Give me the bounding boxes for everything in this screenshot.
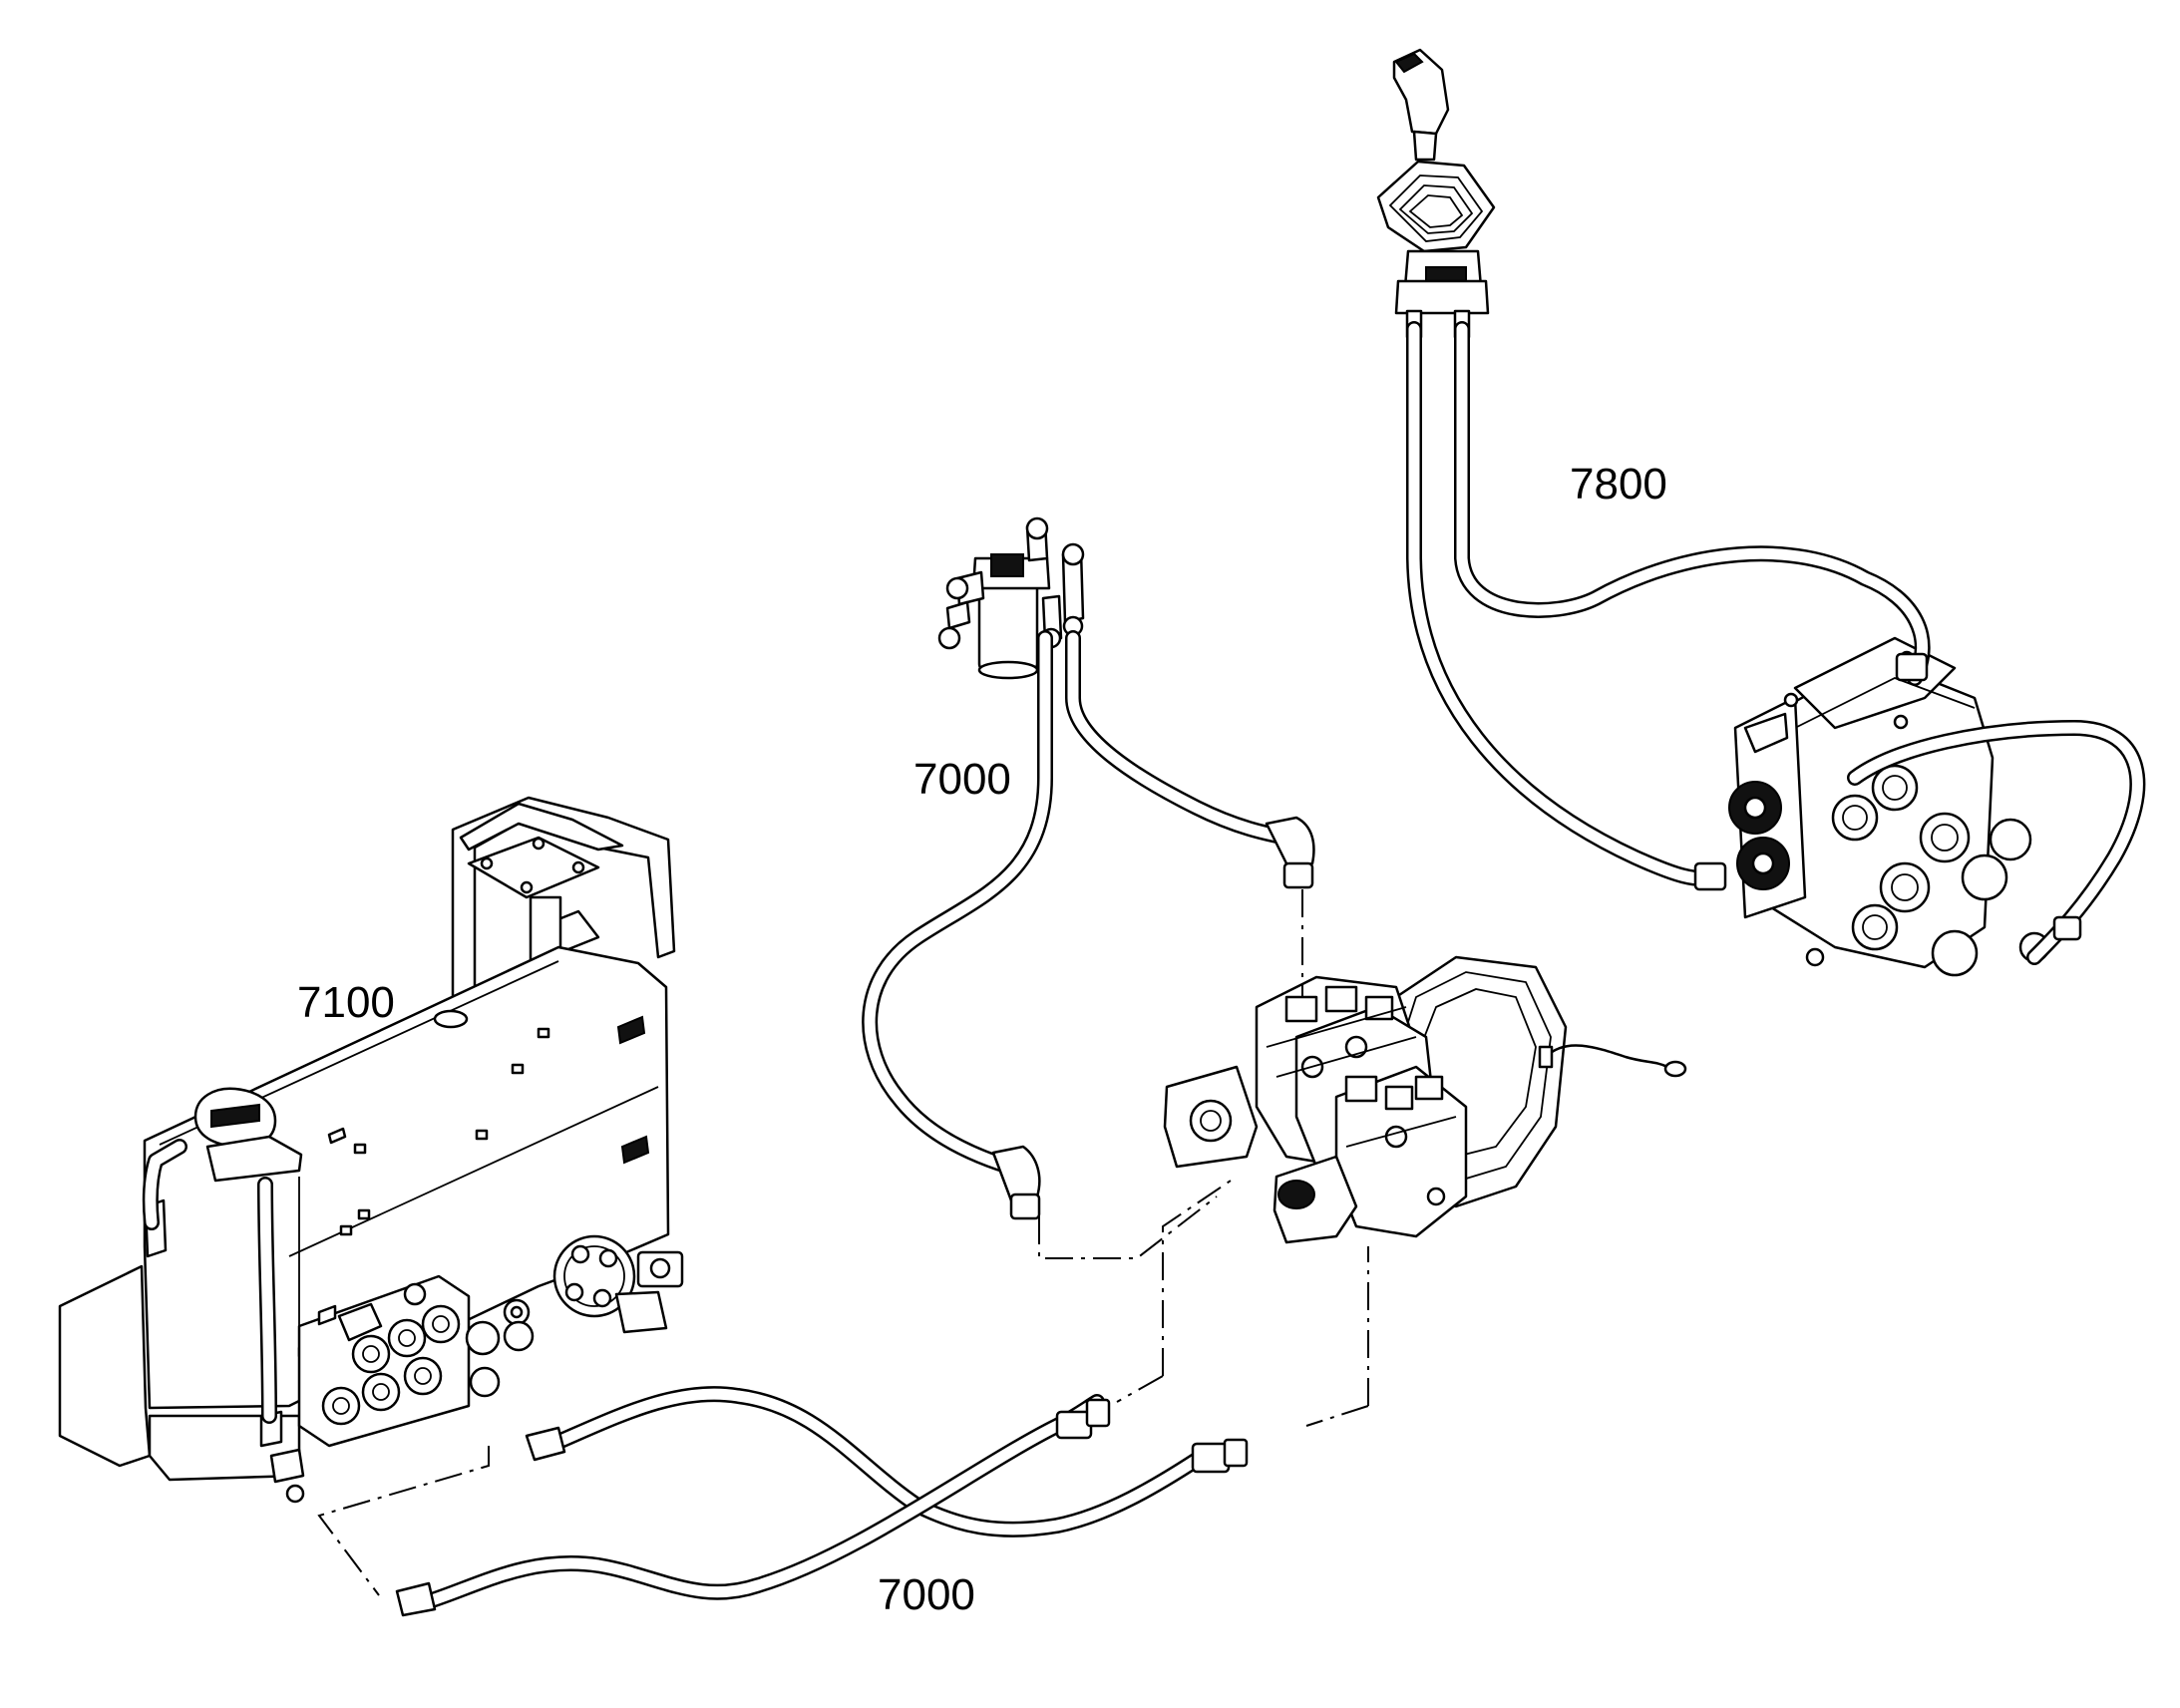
callout-joystick: 7800 — [1570, 460, 1667, 509]
hose-filter-to-lower — [862, 630, 1053, 1220]
hydraulic-pump-assembly — [1163, 955, 1687, 1244]
hose-tank-to-pump-upper — [525, 1386, 1249, 1537]
hydraulic-tank — [58, 796, 684, 1504]
callout-tank: 7100 — [297, 978, 395, 1027]
joystick-control — [1376, 48, 1496, 339]
hose-joystick-to-valve-left — [1406, 321, 1723, 887]
hose-tank-to-pump-lower — [395, 1394, 1111, 1617]
callout-hose-lower: 7000 — [878, 1570, 975, 1619]
control-valve-block — [1728, 636, 2050, 977]
hose-joystick-to-valve-right — [1454, 321, 1931, 891]
callout-hose-upper: 7000 — [913, 755, 1011, 804]
hose-valve-loop — [1847, 720, 2146, 965]
hydraulic-filter — [937, 516, 1085, 680]
connection-lines — [317, 889, 1369, 1596]
hose-filter-to-pump — [1065, 630, 1315, 889]
